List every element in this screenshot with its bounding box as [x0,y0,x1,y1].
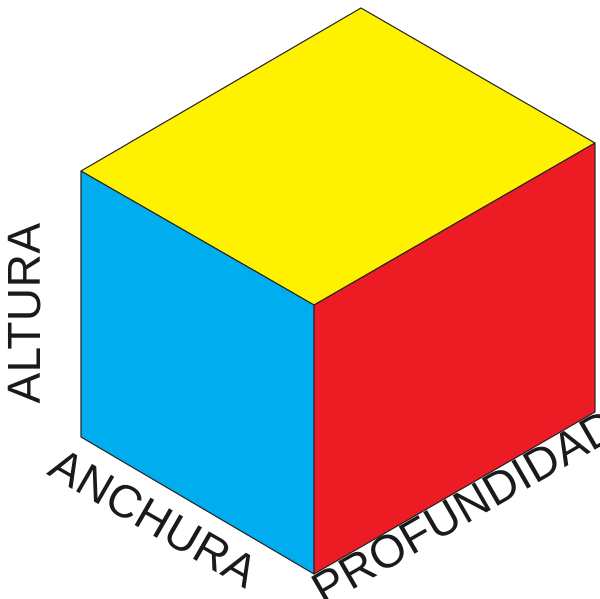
cube-right-face [313,142,596,575]
height-label: ALTURA [0,222,50,403]
